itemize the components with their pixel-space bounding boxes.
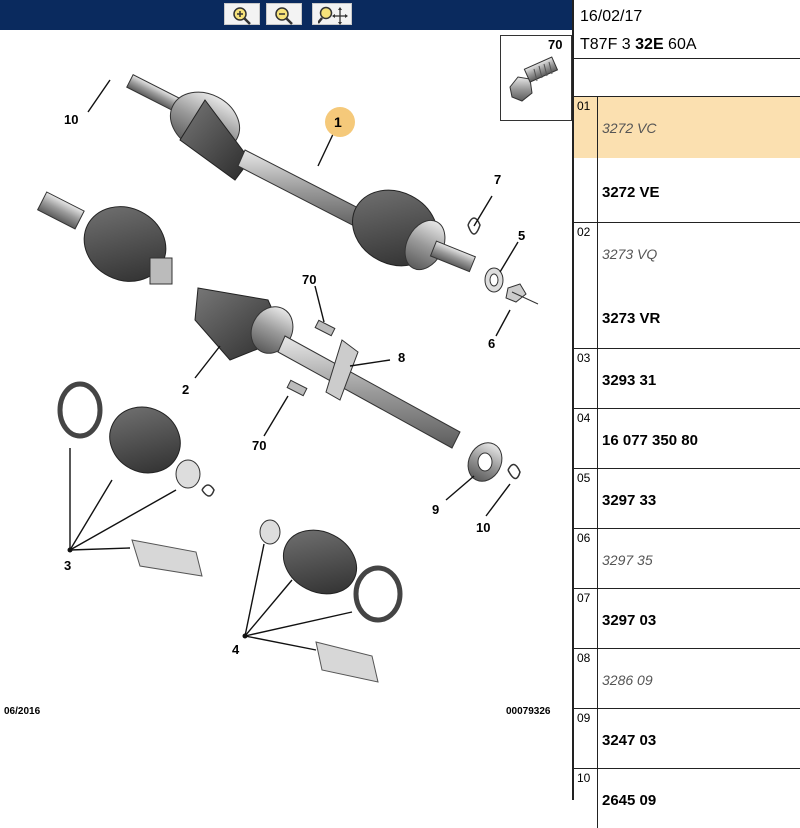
detail-number: 70 (548, 37, 563, 52)
index-column-divider (597, 708, 598, 768)
part-index: 01 (577, 99, 591, 113)
row-divider (574, 708, 800, 709)
boot-kit-4 (259, 519, 403, 683)
callout-1-badge (325, 107, 355, 137)
part-index: 10 (577, 771, 591, 785)
row-divider (574, 348, 800, 349)
leader-lines (69, 79, 519, 651)
zoom-out-button[interactable] (266, 3, 302, 25)
part-reference[interactable]: 3247 03 (602, 732, 657, 749)
part-reference[interactable]: 3297 35 (602, 552, 653, 568)
callout-70-upper[interactable]: 70 (302, 272, 317, 287)
zoom-in-icon (233, 7, 251, 25)
catalog-date: 16/02/17 (580, 8, 643, 25)
row-divider (574, 222, 800, 223)
index-column-divider (597, 528, 598, 588)
hardware-upper-right (467, 217, 539, 305)
callout-7[interactable]: 7 (494, 172, 502, 187)
driveshaft-upper (126, 73, 477, 273)
row-divider (574, 588, 800, 589)
row-divider (574, 648, 800, 649)
part-index: 09 (577, 711, 591, 725)
exploded-parts-diagram[interactable]: 1 10 7 5 6 70 8 2 70 9 10 3 4 06/2016 00… (0, 30, 572, 800)
index-column-divider (597, 222, 598, 348)
part-reference[interactable]: 2645 09 (602, 792, 657, 809)
callout-10-lower[interactable]: 10 (476, 520, 491, 535)
part-index: 04 (577, 411, 591, 425)
zoom-out-icon (275, 7, 293, 25)
callout-8[interactable]: 8 (398, 350, 406, 365)
bolt-detail-illustration (500, 35, 572, 121)
callout-6[interactable]: 6 (488, 336, 496, 351)
part-reference[interactable]: 3272 VC (602, 120, 657, 136)
parts-panel: 16/02/17 T87F 3 32E 60A 01 3272 VC 3272 VE… (574, 0, 800, 828)
vehicle-code-suffix: 60A (663, 36, 697, 53)
index-column-divider (597, 468, 598, 528)
part-index: 03 (577, 351, 591, 365)
row-divider (574, 528, 800, 529)
pan-button[interactable] (312, 3, 352, 25)
boot-kit-3 (57, 381, 215, 577)
index-column-divider (597, 648, 598, 708)
detail-inset[interactable]: 70 (500, 35, 572, 121)
diagram-toolbar (0, 0, 572, 30)
part-reference[interactable]: 3273 VQ (602, 246, 658, 262)
leader-dots (67, 547, 248, 639)
vehicle-code: T87F 3 32E 60A (580, 36, 697, 54)
index-column-divider (597, 588, 598, 648)
part-reference[interactable]: 3273 VR (602, 310, 661, 327)
part-reference[interactable]: 3297 33 (602, 492, 657, 509)
part-reference[interactable]: 3297 03 (602, 612, 657, 629)
callout-2[interactable]: 2 (182, 382, 190, 397)
zoom-in-button[interactable] (224, 3, 260, 25)
header-divider (574, 58, 800, 59)
index-column-divider (597, 768, 598, 828)
part-reference[interactable]: 3272 VE (602, 184, 660, 201)
part-index: 02 (577, 225, 591, 239)
callout-70-lower[interactable]: 70 (252, 438, 267, 453)
callout-5[interactable]: 5 (518, 228, 526, 243)
callout-1-label[interactable]: 1 (334, 114, 342, 130)
callout-3[interactable]: 3 (64, 558, 72, 573)
diagram-number: 00079326 (506, 706, 551, 717)
index-column-divider (597, 408, 598, 468)
row-divider (574, 408, 800, 409)
vehicle-code-prefix: T87F 3 (580, 36, 636, 53)
diagram-date: 06/2016 (4, 706, 41, 717)
vehicle-code-bold: 32E (635, 36, 664, 53)
part-reference[interactable]: 16 077 350 80 (602, 432, 698, 449)
index-column-divider (597, 96, 598, 222)
pan-icon (318, 6, 348, 25)
driveshaft-illustration (36, 73, 539, 683)
part-reference[interactable]: 3286 09 (602, 672, 653, 688)
part-index: 07 (577, 591, 591, 605)
part-index: 05 (577, 471, 591, 485)
part-index: 06 (577, 531, 591, 545)
part-reference[interactable]: 3293 31 (602, 372, 657, 389)
row-divider (574, 468, 800, 469)
row-divider (574, 768, 800, 769)
part-index: 08 (577, 651, 591, 665)
callout-9[interactable]: 9 (432, 502, 440, 517)
callout-10-upper[interactable]: 10 (64, 112, 79, 127)
panel-divider (572, 0, 574, 800)
index-column-divider (597, 348, 598, 408)
row-highlight (574, 96, 800, 158)
row-divider (574, 96, 800, 97)
driveshaft-lower (36, 191, 521, 482)
callout-4[interactable]: 4 (232, 642, 240, 657)
